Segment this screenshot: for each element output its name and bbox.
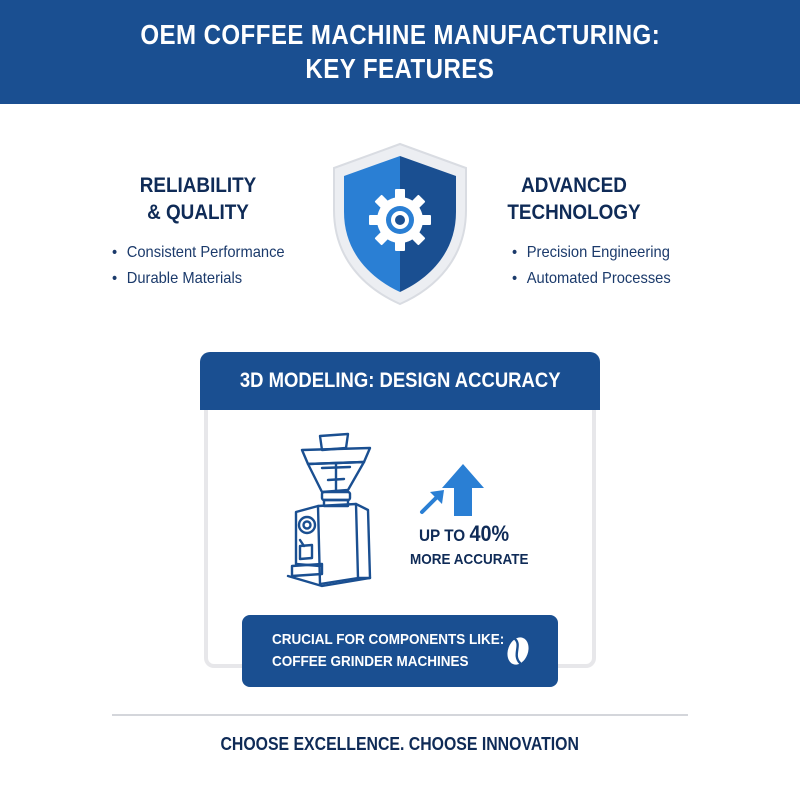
shield-gear-icon — [333, 142, 467, 306]
reliability-quality-section: RELIABILITY & QUALITY •Consistent Perfor… — [96, 172, 326, 292]
stat-value: 40% — [469, 521, 510, 546]
feature-list: •Precision Engineering •Automated Proces… — [484, 240, 714, 292]
footer-divider — [112, 714, 688, 716]
page-title-line-1: OEM COFFEE MACHINE MANUFACTURING: — [140, 19, 660, 50]
callout-line-2: COFFEE GRINDER MACHINES — [272, 653, 469, 670]
list-item: •Consistent Performance — [112, 244, 285, 261]
page-title-line-2: KEY FEATURES — [305, 53, 495, 84]
arrow-up-icon — [420, 490, 444, 514]
callout-line-1: CRUCIAL FOR COMPONENTS LIKE: — [272, 631, 505, 648]
panel-header: 3D MODELING: DESIGN ACCURACY — [200, 352, 600, 410]
feature-list: •Consistent Performance •Durable Materia… — [96, 240, 326, 292]
stat-prefix: UP TO — [418, 526, 466, 545]
advanced-technology-section: ADVANCED TECHNOLOGY •Precision Engineeri… — [484, 172, 714, 292]
section-title: RELIABILITY & QUALITY — [139, 174, 257, 224]
footer-tagline: CHOOSE EXCELLENCE. CHOOSE INNOVATION — [220, 734, 580, 754]
list-item: •Precision Engineering — [512, 244, 670, 261]
stat-caption: MORE ACCURATE — [410, 551, 529, 568]
coffee-grinder-icon — [286, 432, 372, 588]
section-title: ADVANCED TECHNOLOGY — [507, 174, 641, 224]
list-item: •Durable Materials — [112, 270, 243, 287]
page-header: OEM COFFEE MACHINE MANUFACTURING: KEY FE… — [0, 0, 800, 104]
panel-title: 3D MODELING: DESIGN ACCURACY — [239, 369, 561, 392]
coffee-bean-icon — [507, 637, 529, 665]
list-item: •Automated Processes — [512, 270, 671, 287]
components-callout: CRUCIAL FOR COMPONENTS LIKE: COFFEE GRIN… — [242, 615, 558, 687]
accuracy-stat: UP TO 40% MORE ACCURATE — [404, 520, 529, 570]
arrow-up-icon — [442, 464, 484, 516]
